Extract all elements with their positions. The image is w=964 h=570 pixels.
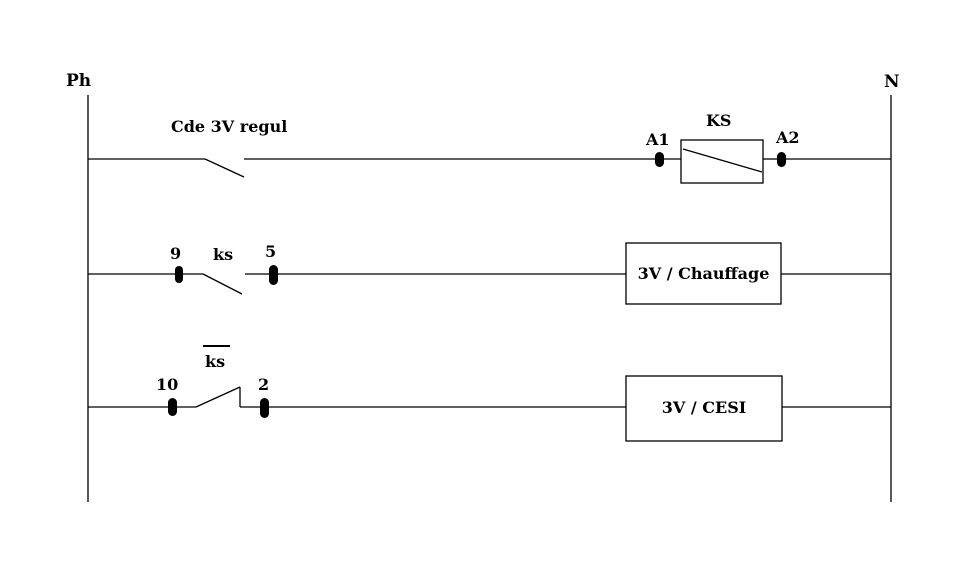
load-chauffage-box [625,242,782,305]
rung-2-contact-label: ks [213,245,233,264]
rung-3-contact-label: ks [205,352,225,371]
terminal-a2-label: A2 [775,128,800,147]
rung-3: ks 10 2 3V / CESI [88,345,891,442]
phase-label: Ph [66,71,91,91]
rung-3-contact-blade [195,386,241,408]
rung-1-contact-blade [204,158,245,178]
terminal-a1 [655,152,664,167]
terminal-5-label: 5 [265,242,276,261]
load-cesi-label: 3V / CESI [662,398,747,417]
terminal-5 [269,265,278,285]
terminal-2-label: 2 [258,375,269,394]
rung-2: 9 ks 5 3V / Chauffage [88,242,891,305]
coil-ks [680,139,764,184]
terminal-10-label: 10 [156,375,178,394]
neutral-label: N [884,72,900,92]
load-chauffage-label: 3V / Chauffage [638,264,770,283]
terminal-9 [175,266,183,283]
rung-2-contact-blade [202,273,243,295]
terminal-a2 [777,152,786,167]
terminal-a1-label: A1 [645,130,670,149]
terminal-2 [260,398,269,418]
coil-ks-label: KS [706,111,731,130]
terminal-10 [168,398,177,416]
coil-ks-diagonal [682,148,763,173]
rung-1-contact-label: Cde 3V regul [171,117,287,136]
terminal-9-label: 9 [170,244,181,263]
rung-1: Cde 3V regul KS A1 A2 [88,111,891,184]
load-cesi-box [625,375,783,442]
